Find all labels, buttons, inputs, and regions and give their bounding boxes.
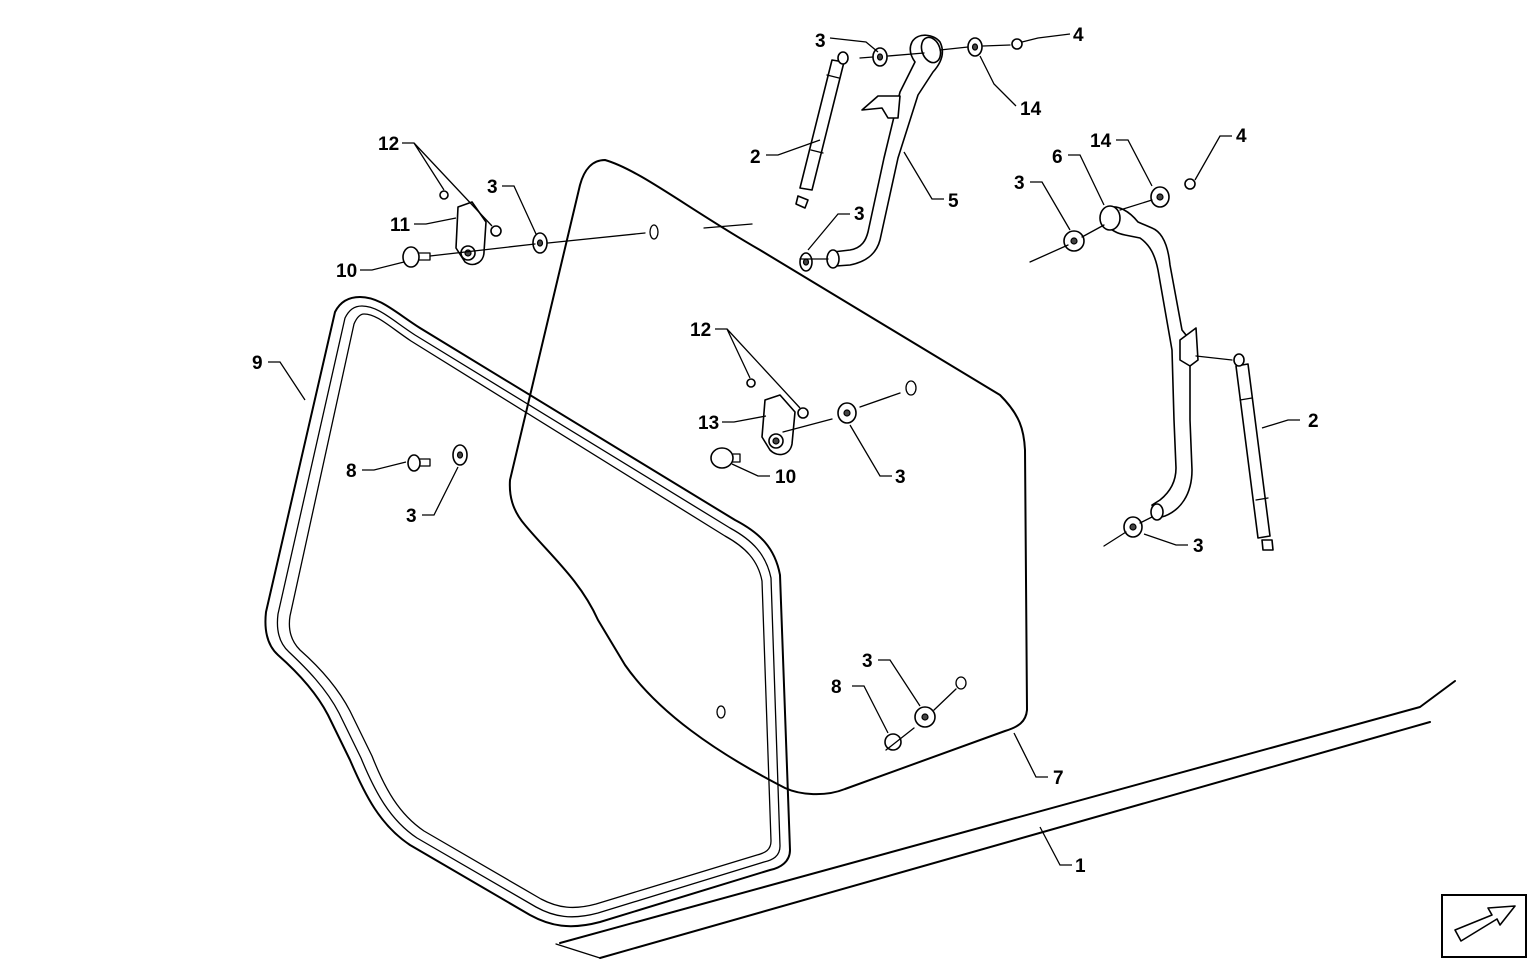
callout-9: 9: [252, 353, 263, 374]
callout-3: 3: [815, 31, 826, 52]
assembly-lines: [429, 44, 1233, 751]
mounting-hole: [905, 380, 917, 396]
hinge-lower: [746, 378, 809, 456]
windshield-seal: [264, 296, 791, 928]
callout-4: 4: [1236, 126, 1247, 147]
callout-13: 13: [698, 413, 719, 434]
callout-3: 3: [854, 204, 865, 225]
callout-5: 5: [948, 191, 959, 212]
callout-12: 12: [378, 134, 399, 155]
windshield-glass: [508, 159, 1028, 796]
knob-10-lower: [710, 447, 741, 469]
leader-lines: [268, 33, 1300, 866]
callout-3: 3: [895, 467, 906, 488]
callout-3: 3: [1193, 536, 1204, 557]
callout-labels: 3 4 14 2 3 5 12 3 11 10 14 4 6 3 9 12 13…: [252, 25, 1319, 877]
callout-4: 4: [1073, 25, 1084, 46]
callout-14: 14: [1090, 131, 1112, 152]
mounting-hole: [649, 224, 659, 240]
knob-10-upper: [402, 246, 431, 268]
callout-3: 3: [487, 177, 498, 198]
hinge-upper-left: [439, 190, 502, 266]
callout-2: 2: [750, 147, 761, 168]
vehicle-body-outline: [559, 680, 1456, 959]
callout-3: 3: [862, 651, 873, 672]
callout-14: 14: [1020, 99, 1042, 120]
callout-2: 2: [1308, 411, 1319, 432]
gas-strut-left: [795, 51, 849, 209]
callout-12: 12: [690, 320, 711, 341]
callout-8: 8: [346, 461, 357, 482]
gas-strut-right: [1233, 353, 1274, 551]
callout-3: 3: [406, 506, 417, 527]
callout-6: 6: [1052, 147, 1063, 168]
callout-8: 8: [831, 677, 842, 698]
mounting-hole: [955, 676, 967, 690]
orientation-arrow-box: [1441, 894, 1527, 958]
callout-7: 7: [1053, 768, 1064, 789]
washers: [452, 37, 1196, 728]
callout-11: 11: [390, 215, 411, 236]
knob-8-left: [407, 454, 431, 472]
arrow-icon: [1454, 905, 1516, 942]
callout-3: 3: [1014, 173, 1025, 194]
callout-10: 10: [775, 467, 796, 488]
mounting-hole: [716, 705, 726, 719]
callout-1: 1: [1075, 856, 1086, 877]
left-mounting-arm: [826, 34, 944, 269]
right-mounting-arm: [1099, 205, 1199, 521]
callout-10: 10: [336, 261, 357, 282]
knob-8-right: [884, 733, 902, 751]
